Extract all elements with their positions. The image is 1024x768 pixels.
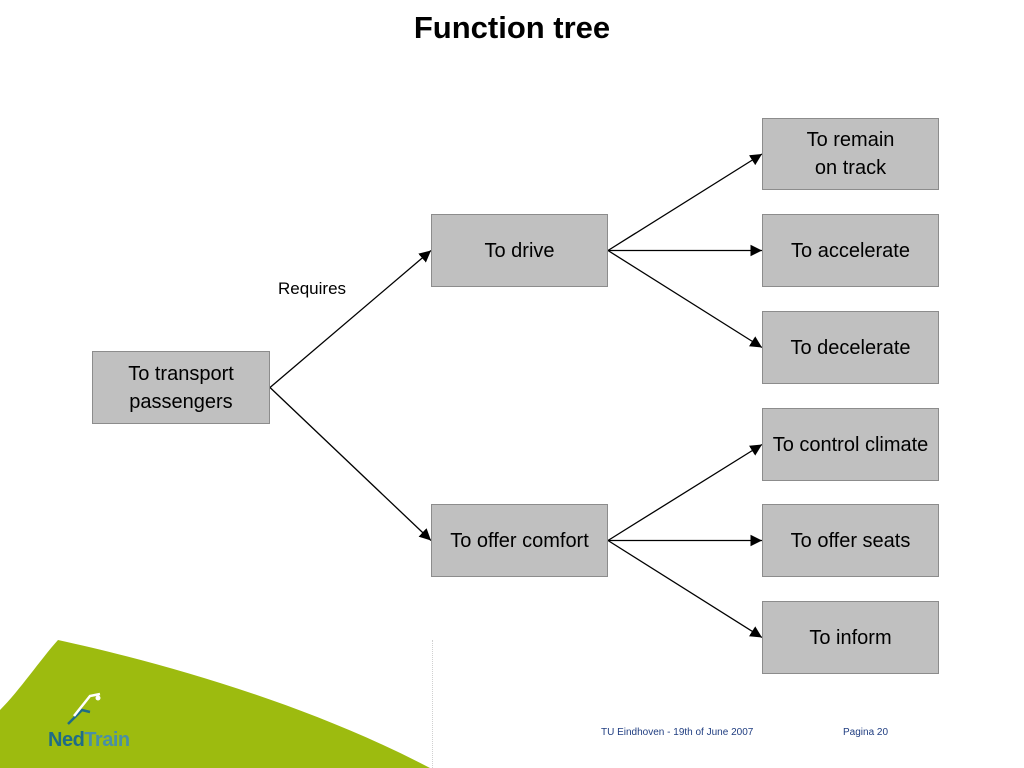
node-accelerate: To accelerate — [762, 214, 939, 287]
node-remain: To remain on track — [762, 118, 939, 190]
footer-event: TU Eindhoven - 19th of June 2007 — [601, 727, 754, 738]
logo-part1: Ned — [48, 729, 85, 751]
footer-page-number: Pagina 20 — [843, 727, 889, 738]
edge-drive-remain — [607, 153, 763, 252]
nedtrain-runner-icon — [67, 692, 101, 725]
logo-part2: Train — [84, 729, 130, 751]
node-transport: To transport passengers — [92, 351, 270, 424]
footer-divider — [432, 640, 433, 768]
node-label: To decelerate — [790, 336, 911, 359]
node-decelerate: To decelerate — [762, 311, 939, 384]
node-inform: To inform — [762, 601, 939, 674]
edge-label-requires: Requires — [278, 279, 347, 298]
node-label: To inform — [809, 626, 892, 649]
node-drive: To drive — [431, 214, 608, 287]
edge-comfort-inform — [607, 539, 763, 639]
node-label: To transport — [128, 362, 234, 385]
node-comfort: To offer comfort — [431, 504, 608, 577]
edge-transport-drive — [269, 250, 432, 388]
nedtrain-logo: NedTrain — [48, 729, 130, 752]
slide-title: Function tree — [413, 10, 611, 45]
node-label: To remain — [806, 129, 895, 151]
node-label: passengers — [129, 390, 233, 413]
node-label: To accelerate — [791, 239, 910, 262]
node-label: To offer comfort — [450, 529, 589, 552]
node-label: on track — [814, 157, 887, 179]
node-label: To control climate — [772, 433, 929, 456]
node-seats: To offer seats — [762, 504, 939, 577]
edge-drive-decelerate — [607, 249, 763, 349]
edge-transport-comfort — [269, 387, 432, 541]
edge-comfort-climate — [607, 443, 763, 542]
node-climate: To control climate — [762, 408, 939, 481]
node-label: To drive — [484, 239, 555, 262]
node-label: To offer seats — [790, 529, 911, 552]
